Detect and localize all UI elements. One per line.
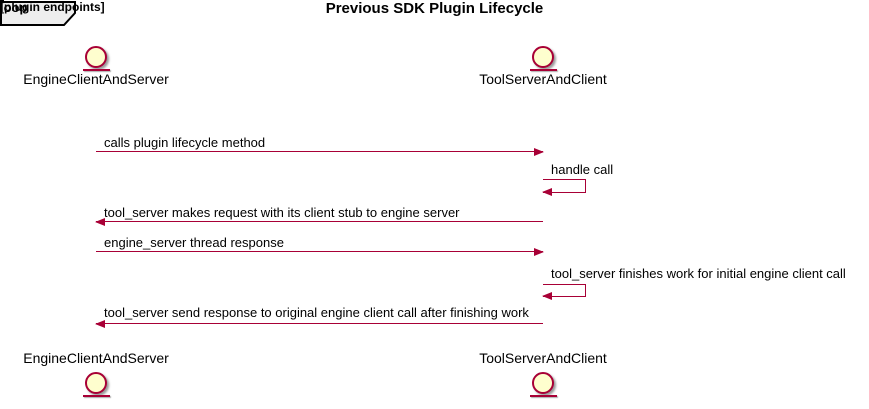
message-arrow xyxy=(95,218,543,226)
entity-underline xyxy=(530,69,557,71)
message-arrow xyxy=(96,148,544,156)
message-label: engine_server thread response xyxy=(104,235,284,250)
diagram-title: Previous SDK Plugin Lifecycle xyxy=(325,0,544,17)
actor-label-tool-bottom: ToolServerAndClient xyxy=(479,350,607,366)
entity-icon xyxy=(532,372,554,394)
entity-underline xyxy=(83,395,110,397)
loop-operator-label: loop xyxy=(0,0,28,15)
message-label: tool_server makes request with its clien… xyxy=(104,205,460,220)
self-message-arrow xyxy=(542,284,586,300)
loop-guard-condition: [plugin endpoints] xyxy=(0,0,105,14)
entity-icon xyxy=(532,46,554,68)
entity-underline xyxy=(530,395,557,397)
entity-icon xyxy=(85,372,107,394)
entity-icon xyxy=(85,46,107,68)
entity-underline xyxy=(83,69,110,71)
message-label: handle call xyxy=(551,162,614,177)
actor-label-engine-top: EngineClientAndServer xyxy=(23,71,169,87)
loop-operator-tab xyxy=(0,1,76,26)
message-label: tool_server send response to original en… xyxy=(104,305,529,320)
message-arrow xyxy=(96,248,544,256)
self-message-arrow xyxy=(542,179,586,196)
message-label: calls plugin lifecycle method xyxy=(104,135,266,150)
message-arrow xyxy=(95,320,543,328)
message-label: tool_server finishes work for initial en… xyxy=(551,266,846,281)
actor-label-tool-top: ToolServerAndClient xyxy=(479,71,607,87)
actor-label-engine-bottom: EngineClientAndServer xyxy=(23,350,169,366)
